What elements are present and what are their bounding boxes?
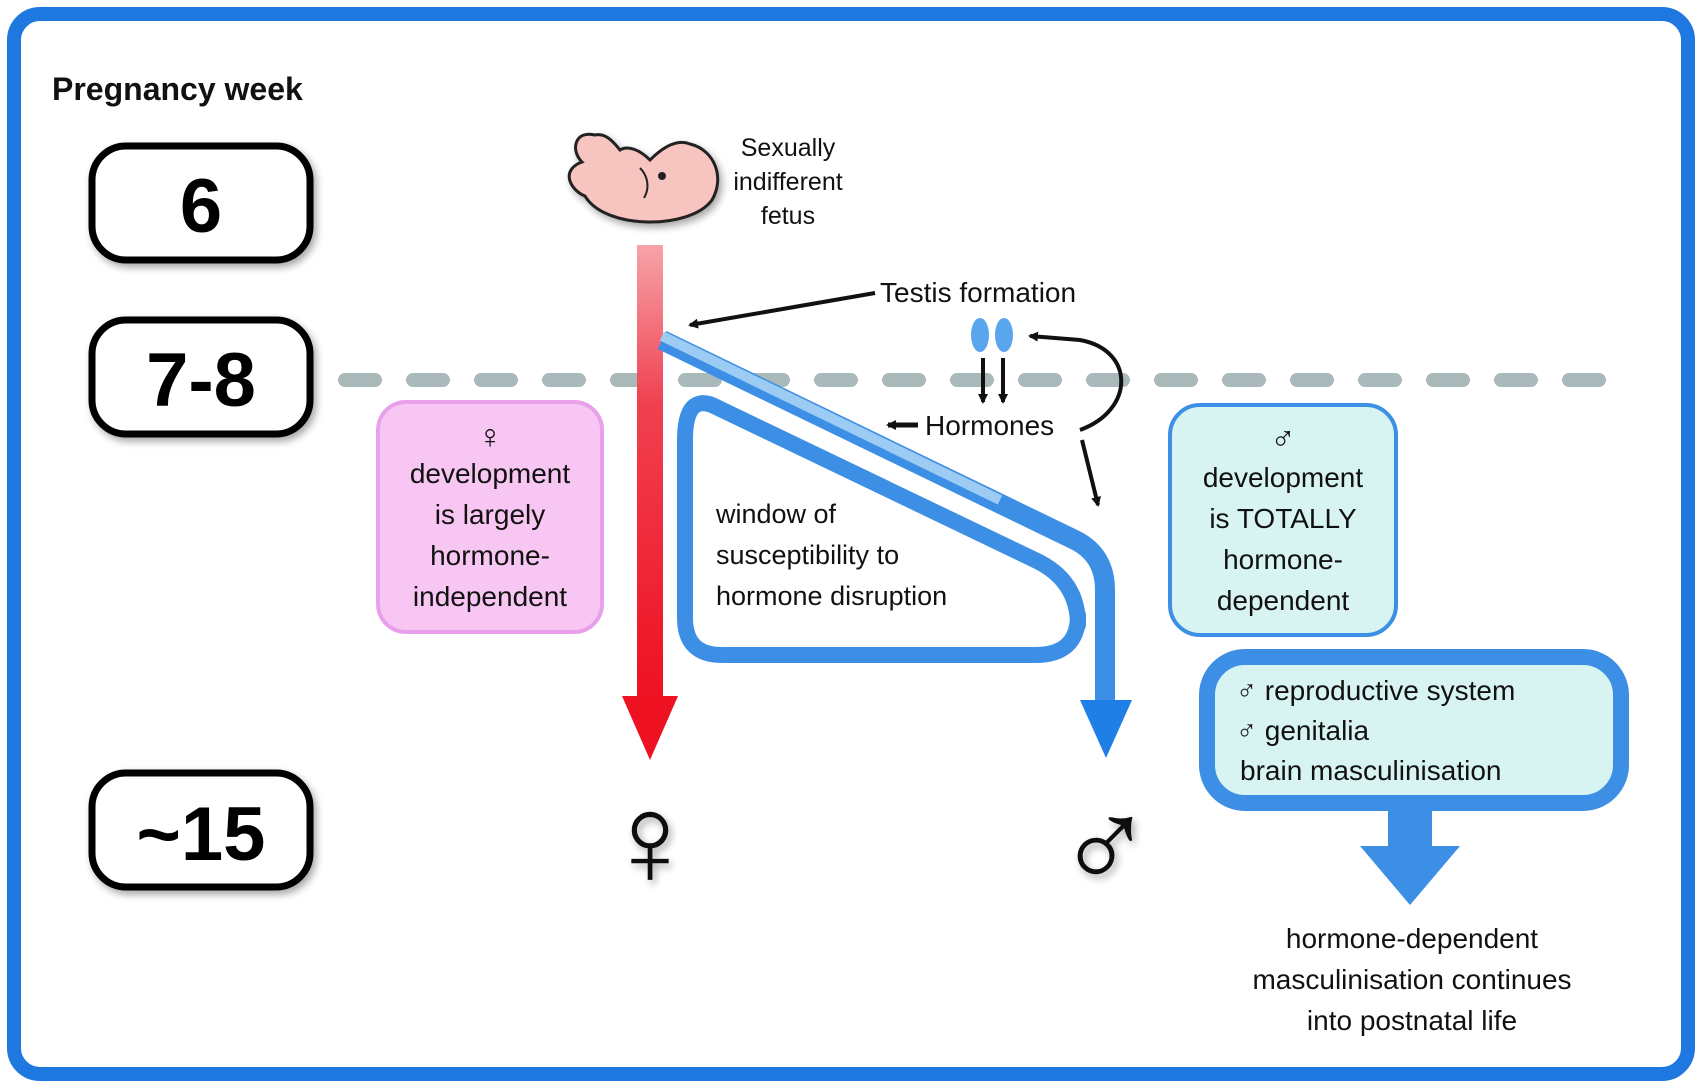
male-development-line-2: is TOTALLY xyxy=(1209,503,1357,534)
window-label-line-1: window of xyxy=(715,499,837,529)
window-of-susceptibility-box xyxy=(677,395,1086,663)
female-development-line-2: is largely xyxy=(435,499,545,530)
fetus-label-line-3: fetus xyxy=(761,202,815,230)
hormones-label: Hormones xyxy=(925,410,1054,441)
fetus-label-line-2: indifferent xyxy=(733,168,842,196)
fetus-icon xyxy=(567,132,720,224)
female-development-line-1: development xyxy=(410,458,571,489)
week-box-7-8 xyxy=(88,316,314,438)
female-development-line-3: hormone- xyxy=(430,540,550,571)
male-development-line-1: development xyxy=(1203,462,1364,493)
window-label-line-3: hormone disruption xyxy=(716,581,947,611)
male-outcome-line-2: ♂ genitalia xyxy=(1236,715,1370,746)
hormones-feedback-arrow xyxy=(1028,331,1124,432)
female-development-line-4: independent xyxy=(413,581,567,612)
male-development-line-4: dependent xyxy=(1217,585,1350,616)
week-box-15 xyxy=(88,769,314,891)
fetus-label-line-1: Sexually xyxy=(741,134,836,162)
female-arrow-shaft xyxy=(637,245,663,700)
female-arrow-head xyxy=(622,696,678,760)
testis-formation-label: Testis formation xyxy=(880,277,1076,308)
testes-icon xyxy=(971,318,1013,352)
male-outcome-line-1: ♂ reproductive system xyxy=(1236,675,1515,706)
postnatal-arrow-shaft xyxy=(1388,810,1432,850)
female-symbol: ♀ xyxy=(601,767,699,913)
male-development-line-3: hormone- xyxy=(1223,544,1343,575)
postnatal-line-2: masculinisation continues xyxy=(1252,964,1571,995)
window-label-line-2: susceptibility to xyxy=(716,540,899,570)
male-outcome-line-3: brain masculinisation xyxy=(1240,755,1501,786)
male-development-symbol: ♂ xyxy=(1270,420,1296,458)
male-outcomes-box xyxy=(1199,649,1629,811)
male-arrow-path-highlight xyxy=(659,331,1003,505)
postnatal-arrow-head xyxy=(1360,846,1460,905)
postnatal-line-1: hormone-dependent xyxy=(1286,923,1538,954)
week-label-7-8: 7-8 xyxy=(146,338,256,423)
male-arrow-head xyxy=(1080,700,1132,758)
male-arrow-path xyxy=(657,330,1115,705)
testis-formation-arrow xyxy=(688,291,876,329)
week-label-15: ~15 xyxy=(137,792,266,877)
female-development-box xyxy=(376,400,604,634)
female-development-symbol: ♀ xyxy=(477,418,503,456)
male-development-box xyxy=(1168,403,1398,637)
hormones-down-arrow xyxy=(1080,439,1101,507)
week-box-6 xyxy=(88,142,314,264)
title: Pregnancy week xyxy=(52,71,303,107)
postnatal-line-3: into postnatal life xyxy=(1307,1005,1517,1036)
male-symbol: ♂ xyxy=(1056,767,1154,913)
week-label-6: 6 xyxy=(180,164,222,249)
